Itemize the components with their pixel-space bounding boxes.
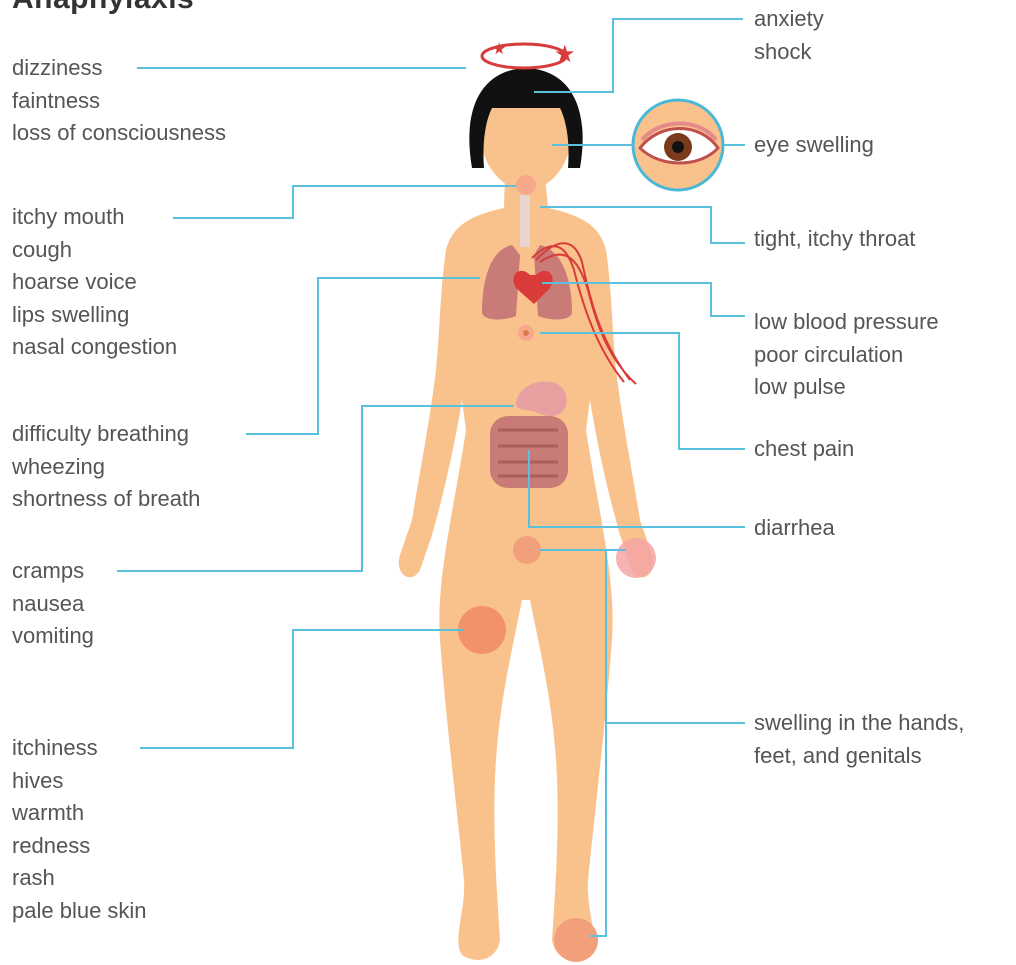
symptom-label: cough: [12, 234, 177, 267]
symptom-label: low blood pressure: [754, 306, 939, 339]
chest-pain-dot: [523, 330, 529, 336]
left-group-neuro: dizziness faintness loss of consciousnes…: [12, 52, 226, 150]
right-group-chest: chest pain: [754, 433, 854, 466]
symptom-label: pale blue skin: [12, 895, 147, 928]
connector-itchy-mouth: [173, 186, 516, 218]
symptom-label: wheezing: [12, 451, 200, 484]
symptom-label: chest pain: [754, 433, 854, 466]
swollen-eye-icon: [633, 100, 723, 190]
symptom-label: faintness: [12, 85, 226, 118]
symptom-label: hoarse voice: [12, 266, 177, 299]
hand-swelling-marker: [616, 538, 656, 578]
svg-text:★: ★: [492, 39, 506, 58]
symptom-label: hives: [12, 765, 147, 798]
svg-text:★: ★: [554, 40, 576, 68]
left-group-breathing: difficulty breathing wheezing shortness …: [12, 418, 200, 516]
symptom-label: poor circulation: [754, 339, 939, 372]
trachea: [520, 195, 530, 247]
right-group-eye: eye swelling: [754, 129, 874, 162]
dizzy-stars-icon: ★ ★: [482, 39, 576, 68]
right-group-circulation: low blood pressure poor circulation low …: [754, 306, 939, 404]
symptom-label: low pulse: [754, 371, 939, 404]
symptom-label: cramps: [12, 555, 94, 588]
symptom-label: vomiting: [12, 620, 94, 653]
foot-swelling-marker: [554, 918, 598, 962]
symptom-label: tight, itchy throat: [754, 223, 915, 256]
symptom-label: shortness of breath: [12, 483, 200, 516]
right-group-swelling: swelling in the hands, feet, and genital…: [754, 707, 964, 772]
human-body-figure: [399, 68, 656, 962]
symptom-label: rash: [12, 862, 147, 895]
symptom-label: swelling in the hands,: [754, 707, 964, 740]
right-group-bowel: diarrhea: [754, 512, 835, 545]
symptom-label: eye swelling: [754, 129, 874, 162]
symptom-label: nausea: [12, 588, 94, 621]
symptom-label: difficulty breathing: [12, 418, 200, 451]
symptom-label: warmth: [12, 797, 147, 830]
genital-swelling-marker: [513, 536, 541, 564]
symptom-label: lips swelling: [12, 299, 177, 332]
symptom-label: dizziness: [12, 52, 226, 85]
right-group-throat: tight, itchy throat: [754, 223, 915, 256]
left-group-digestive: cramps nausea vomiting: [12, 555, 94, 653]
symptom-label: feet, and genitals: [754, 740, 964, 773]
mouth-highlight: [516, 175, 536, 195]
symptom-label: shock: [754, 36, 824, 69]
symptom-label: redness: [12, 830, 147, 863]
left-group-skin: itchiness hives warmth redness rash pale…: [12, 732, 147, 928]
connector-swelling: [590, 723, 745, 936]
symptom-label: itchy mouth: [12, 201, 177, 234]
symptom-label: itchiness: [12, 732, 147, 765]
symptom-label: anxiety: [754, 3, 824, 36]
rash-marker: [458, 606, 506, 654]
symptom-label: loss of consciousness: [12, 117, 226, 150]
left-group-mouth: itchy mouth cough hoarse voice lips swel…: [12, 201, 177, 364]
symptom-label: nasal congestion: [12, 331, 177, 364]
right-group-mental: anxiety shock: [754, 3, 824, 68]
symptom-label: diarrhea: [754, 512, 835, 545]
connector-itchiness: [140, 630, 464, 748]
